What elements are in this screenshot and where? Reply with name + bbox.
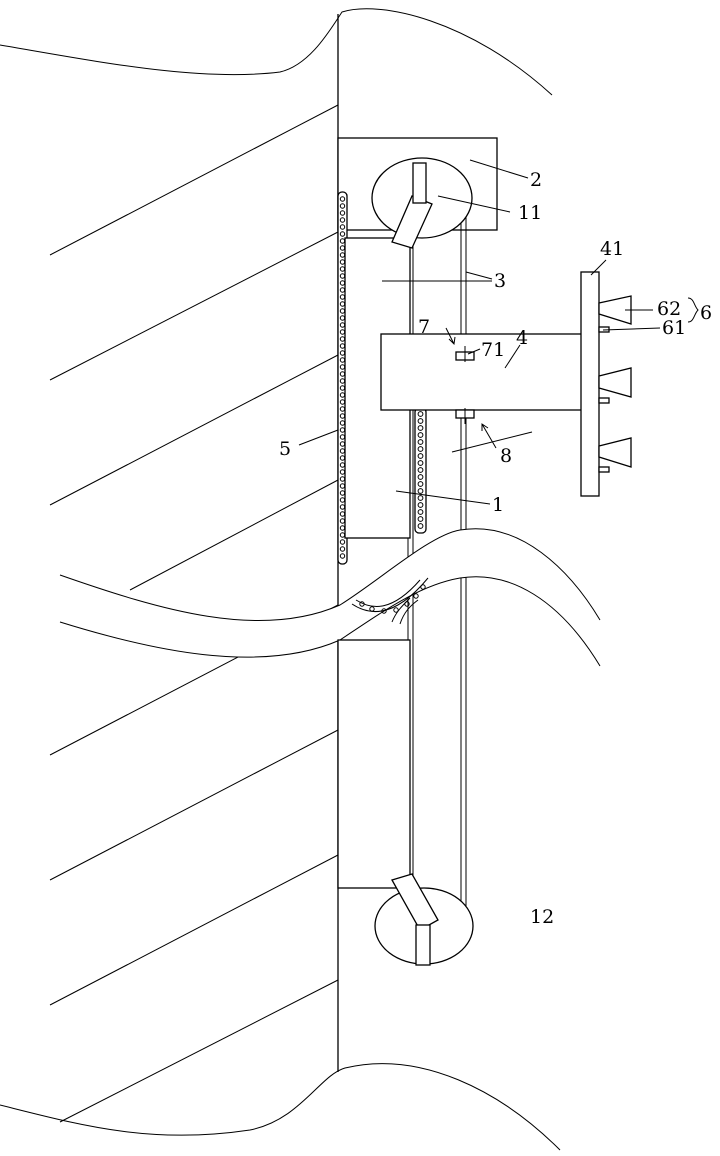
label-71: 71 — [481, 339, 505, 361]
lower-clamp — [456, 408, 474, 424]
right-chain-rack — [415, 408, 426, 533]
label-1: 1 — [492, 494, 504, 516]
wall-break-line-top — [0, 9, 552, 95]
label-8: 8 — [500, 445, 512, 467]
label-7: 7 — [418, 316, 430, 338]
label-41: 41 — [600, 238, 624, 260]
sprocket-tooth — [414, 594, 418, 598]
label-12: 12 — [530, 906, 554, 928]
label-4: 4 — [516, 327, 528, 349]
label-5: 5 — [279, 438, 291, 460]
label-61: 61 — [662, 317, 686, 339]
wall-break-line-bottom — [0, 1064, 560, 1150]
lower-carriage-body — [338, 640, 410, 888]
upper-pulley — [372, 158, 472, 248]
label-6: 6 — [700, 302, 712, 324]
mounting-plate — [581, 272, 599, 496]
label-2: 2 — [530, 169, 542, 191]
label-11: 11 — [518, 202, 542, 224]
nozzle-assembly — [599, 296, 631, 472]
label-3: 3 — [494, 270, 506, 292]
break-band-fill — [60, 529, 600, 666]
